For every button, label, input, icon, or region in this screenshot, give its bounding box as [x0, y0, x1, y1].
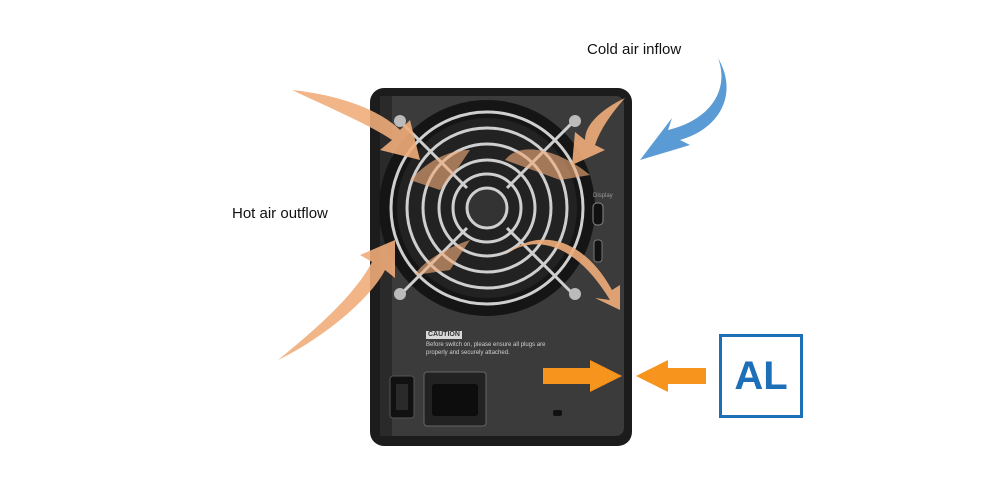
pointer-arrow-right — [543, 360, 622, 392]
hot-air-arrows — [278, 90, 625, 360]
hot-air-label: Hot air outflow — [232, 205, 328, 222]
display-port — [592, 202, 604, 226]
al-badge: AL — [719, 334, 803, 418]
caution-title: CAUTION — [426, 331, 462, 339]
cold-air-label: Cold air inflow — [587, 41, 682, 58]
display-port-label: Display — [593, 193, 613, 199]
caution-text: Before switch on, please ensure all plug… — [426, 342, 546, 356]
caution-notice: CAUTION Before switch on, please ensure … — [426, 331, 556, 357]
pointer-arrow-left — [636, 360, 706, 392]
cold-air-arrow — [640, 58, 727, 160]
screws — [394, 115, 581, 300]
lock-slot — [553, 410, 562, 416]
thunderbolt-port — [593, 239, 603, 263]
